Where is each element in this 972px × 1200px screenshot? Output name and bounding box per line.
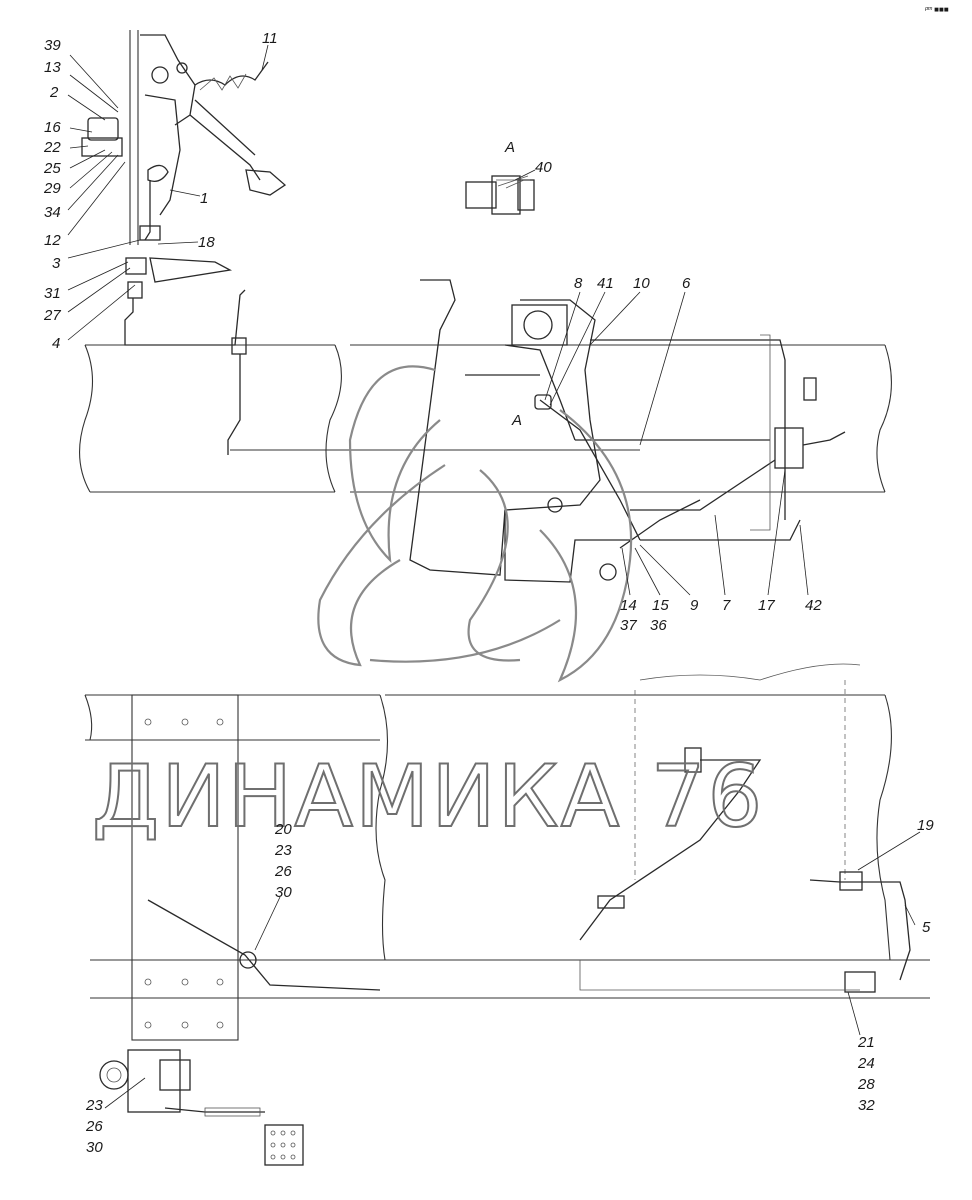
- callout-25: 25: [43, 160, 61, 177]
- callout-19: 19: [917, 817, 934, 834]
- callout-4: 4: [52, 335, 60, 352]
- callout-7: 7: [722, 597, 731, 614]
- callout-28: 28: [857, 1076, 875, 1093]
- callout-5: 5: [922, 919, 931, 936]
- callout-32: 32: [858, 1097, 875, 1114]
- callout-18: 18: [198, 234, 215, 251]
- callout-2: 2: [49, 84, 59, 101]
- callout-36: 36: [650, 617, 667, 634]
- callout-20: 20: [274, 821, 292, 838]
- pedal-pad-texture: [270, 1130, 296, 1160]
- callout-37: 37: [620, 617, 637, 634]
- callout-9: 9: [690, 597, 699, 614]
- callout-30-upper: 30: [275, 884, 292, 901]
- callout-40: 40: [535, 159, 552, 176]
- callout-26-upper: 26: [274, 863, 292, 880]
- callout-1: 1: [200, 190, 208, 207]
- callout-10: 10: [633, 275, 650, 292]
- callout-23-upper: 23: [274, 842, 292, 859]
- callout-21: 21: [857, 1034, 875, 1051]
- lower-pedal: [99, 1049, 304, 1166]
- callout-22: 22: [43, 139, 61, 156]
- view-label-a-top: A: [504, 139, 515, 156]
- callout-23-lower: 23: [85, 1097, 103, 1114]
- callout-17: 17: [758, 597, 775, 614]
- callout-11: 11: [262, 30, 278, 47]
- callout-42: 42: [805, 597, 822, 614]
- callout-26-lower: 26: [85, 1118, 103, 1135]
- callout-30-lower: 30: [86, 1139, 103, 1156]
- gearbox: [409, 279, 641, 583]
- callout-34: 34: [44, 204, 61, 221]
- callout-6: 6: [682, 275, 691, 292]
- watermark-logo: [317, 365, 633, 683]
- callout-16: 16: [44, 119, 61, 136]
- callout-27: 27: [43, 307, 61, 324]
- hydraulic-lines: [575, 334, 846, 549]
- callout-41: 41: [597, 275, 614, 292]
- leader-lines: [67, 44, 921, 1109]
- view-label-a-mid: A: [511, 412, 522, 429]
- callout-29: 29: [43, 180, 61, 197]
- callout-12: 12: [44, 232, 61, 249]
- detail-a: [465, 175, 535, 215]
- watermark-text: ДИНАМИКА 76: [92, 747, 764, 847]
- callout-3: 3: [52, 255, 61, 272]
- callout-24: 24: [857, 1055, 875, 1072]
- callout-31: 31: [44, 285, 61, 302]
- upper-frame-rail: [79, 344, 892, 493]
- callout-15: 15: [652, 597, 669, 614]
- callout-8: 8: [574, 275, 583, 292]
- lower-frame: [84, 663, 930, 1041]
- callout-13: 13: [44, 59, 61, 76]
- callout-39: 39: [44, 37, 61, 54]
- callout-labels: 39 13 2 16 22 25 29 34 12 3 31 27 4 11 1…: [43, 5, 949, 1156]
- corner-mark: ᵖᵐ ■■■: [924, 5, 949, 14]
- callout-14: 14: [620, 597, 637, 614]
